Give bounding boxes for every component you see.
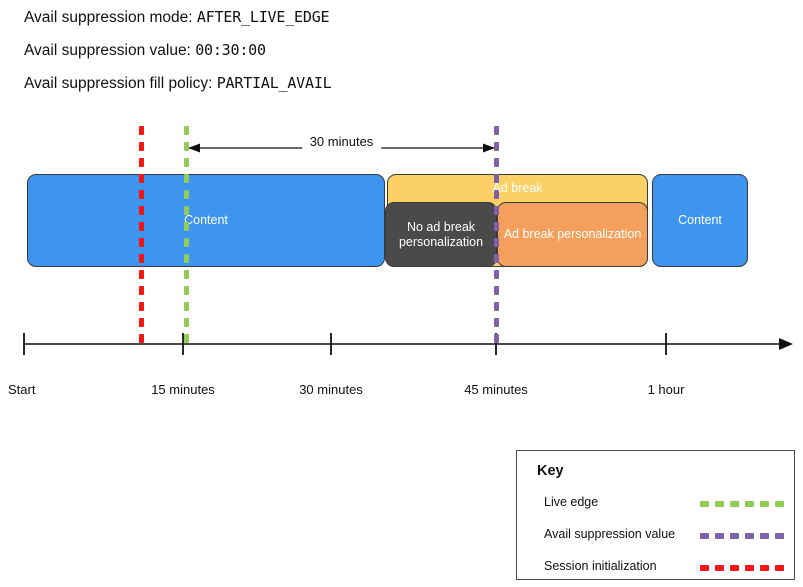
axis-label-start: Start [8,382,36,397]
no-ad-break-personalization-label: No ad break personalization [398,219,484,249]
content-block-2-label: Content [678,213,722,227]
param-label-value: Avail suppression value: [24,42,191,59]
content-block-1-label: Content [184,213,228,227]
axis-label-15-minutes: 15 minutes [151,382,215,397]
key-item-session-initialization-swatch [700,565,784,571]
key-item-avail-suppression-value: Avail suppression value [544,527,784,545]
axis-label-30-minutes: 30 minutes [299,382,363,397]
param-label-mode: Avail suppression mode: [24,9,193,26]
param-value-fill-policy: PARTIAL_AVAIL [216,74,332,92]
ad-break-banner-label: Ad break [492,181,543,195]
key-item-live-edge: Live edge [544,495,784,513]
param-line-mode: Avail suppression mode: AFTER_LIVE_EDGE [24,8,330,27]
key-item-live-edge-swatch [700,501,784,507]
timeline-axis: Start 15 minutes 30 minutes 45 minutes 1… [0,330,803,420]
content-block-1: Content [27,174,385,267]
span-label: 30 minutes [301,134,382,149]
param-value-mode: AFTER_LIVE_EDGE [196,8,330,26]
session-initialization-line [139,126,144,344]
ad-break-personalization-block: Ad break personalization [497,202,648,267]
axis-line-icon [23,333,793,355]
ad-break-personalization-label: Ad break personalization [503,227,642,241]
key-item-avail-suppression-value-swatch [700,533,784,539]
axis-label-1-hour: 1 hour [647,382,685,397]
content-block-2: Content [652,174,748,267]
param-line-value: Avail suppression value: 00:30:00 [24,41,266,60]
key-legend-box: Key Live edge Avail suppression value Se… [516,450,795,580]
key-item-session-initialization-label: Session initialization [544,559,657,573]
param-value-value: 00:30:00 [195,41,266,59]
param-line-fill-policy: Avail suppression fill policy: PARTIAL_A… [24,74,332,93]
key-item-session-initialization: Session initialization [544,559,784,577]
param-label-fill-policy: Avail suppression fill policy: [24,75,213,92]
key-title: Key [537,463,564,479]
no-ad-break-personalization-block: No ad break personalization [385,202,497,267]
key-item-avail-suppression-value-label: Avail suppression value [544,527,676,541]
live-edge-line [184,126,189,344]
axis-label-45-minutes: 45 minutes [464,382,528,397]
key-item-live-edge-label: Live edge [544,495,599,509]
span-30-minutes: 30 minutes [186,134,497,159]
avail-suppression-line [494,126,499,344]
